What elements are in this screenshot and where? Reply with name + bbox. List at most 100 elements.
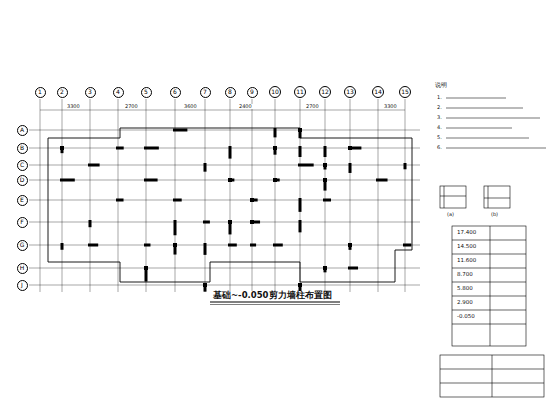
- wall-column: [250, 244, 256, 247]
- wall-column: [204, 243, 207, 255]
- note-text-line: [446, 117, 540, 118]
- drawing-title: 基础~-0.050剪力墙柱布置图: [212, 291, 333, 300]
- detail-label: (b): [490, 212, 499, 217]
- dimension-value: 3300: [66, 104, 81, 109]
- note-text-line: [446, 137, 529, 138]
- axis-number: 3: [88, 89, 92, 95]
- axis-bubble: 15: [399, 86, 411, 98]
- note-number: 3.: [436, 115, 443, 120]
- axis-number: 8: [228, 89, 232, 95]
- axis-number: 1: [38, 89, 42, 95]
- wall-column: [349, 163, 352, 173]
- axis-bubble: J: [17, 280, 28, 291]
- axis-number: 13: [346, 89, 354, 95]
- note-text-line: [446, 147, 546, 148]
- wall-column: [376, 179, 388, 182]
- wall-column: [324, 163, 327, 170]
- dimension-value: 2700: [305, 104, 320, 109]
- axis-bubble: 4: [113, 87, 124, 98]
- axis-line: [275, 99, 276, 292]
- note-text-line: [446, 107, 523, 108]
- wall-column: [145, 266, 148, 282]
- elevation-value: 5.800: [456, 286, 474, 292]
- axis-line: [40, 99, 41, 292]
- wall-column: [88, 164, 100, 167]
- wall-column: [323, 199, 331, 202]
- wall-column: [173, 129, 187, 132]
- elevation-value: -0.050: [456, 314, 476, 320]
- note-number: 4.: [436, 125, 443, 130]
- wall-column: [116, 199, 124, 202]
- wall-column: [250, 199, 258, 202]
- wall-column: [228, 244, 237, 247]
- axis-bubble: 14: [372, 86, 384, 98]
- note-text-line: [446, 97, 506, 98]
- wall-column: [273, 178, 277, 182]
- wall-column: [348, 147, 361, 150]
- axis-bubble: 3: [85, 87, 96, 98]
- wall-column: [299, 198, 302, 212]
- axis-line: [29, 285, 420, 286]
- wall-column: [229, 146, 232, 159]
- axis-line: [29, 245, 420, 246]
- axis-number: G: [20, 242, 25, 248]
- axis-number: C: [20, 162, 24, 168]
- note-number: 2.: [436, 105, 443, 110]
- wall-column: [228, 178, 232, 182]
- wall-column: [228, 179, 234, 182]
- axis-number: B: [20, 145, 24, 151]
- axis-number: D: [20, 177, 25, 183]
- axis-line: [300, 99, 301, 292]
- wall-column: [250, 220, 254, 224]
- axis-bubble: 1: [35, 87, 46, 98]
- axis-line: [29, 165, 420, 166]
- axis-bubble: B: [17, 143, 28, 154]
- wall-column: [144, 147, 159, 150]
- wall-column: [174, 220, 177, 235]
- wall-column: [298, 283, 302, 287]
- dimension-value: 2700: [124, 104, 139, 109]
- wall-column: [323, 266, 327, 270]
- axis-number: E: [20, 197, 24, 203]
- axis-bubble: 5: [141, 87, 152, 98]
- wall-column: [349, 243, 352, 250]
- axis-number: 7: [203, 89, 207, 95]
- wall-column: [274, 146, 277, 155]
- axis-number: A: [20, 127, 24, 133]
- wall-column: [298, 164, 314, 167]
- axis-line: [29, 130, 420, 131]
- axis-bubble: 9: [247, 87, 258, 98]
- wall-column: [144, 266, 148, 270]
- axis-number: 10: [271, 89, 279, 95]
- axis-bubble: 11: [294, 86, 306, 98]
- wall-column: [273, 244, 283, 247]
- wall-column: [323, 163, 327, 167]
- axis-bubble: G: [17, 240, 28, 251]
- wall-column: [299, 128, 302, 138]
- wall-column: [348, 267, 358, 270]
- axis-line: [205, 99, 206, 292]
- wall-column: [403, 244, 411, 247]
- axis-bubble: 7: [200, 87, 211, 98]
- wall-column: [273, 146, 277, 150]
- dimension-line: [40, 110, 405, 111]
- wall-column: [89, 220, 92, 227]
- axis-bubble: E: [17, 195, 28, 206]
- axis-bubble: 2: [57, 87, 68, 98]
- axis-bubble: C: [17, 160, 28, 171]
- axis-line: [252, 99, 253, 292]
- axis-number: J: [21, 282, 23, 288]
- elevation-value: 8.700: [456, 272, 474, 278]
- axis-line: [29, 268, 420, 269]
- axis-number: 9: [250, 89, 254, 95]
- elevation-value: 17.400: [456, 230, 477, 236]
- wall-column: [324, 146, 327, 157]
- axis-line: [90, 99, 91, 292]
- wall-column: [173, 243, 177, 247]
- axis-number: 2: [60, 89, 64, 95]
- axis-number: H: [20, 265, 25, 271]
- axis-line: [350, 99, 351, 292]
- axis-bubble: H: [17, 263, 28, 274]
- axis-bubble: 6: [170, 87, 181, 98]
